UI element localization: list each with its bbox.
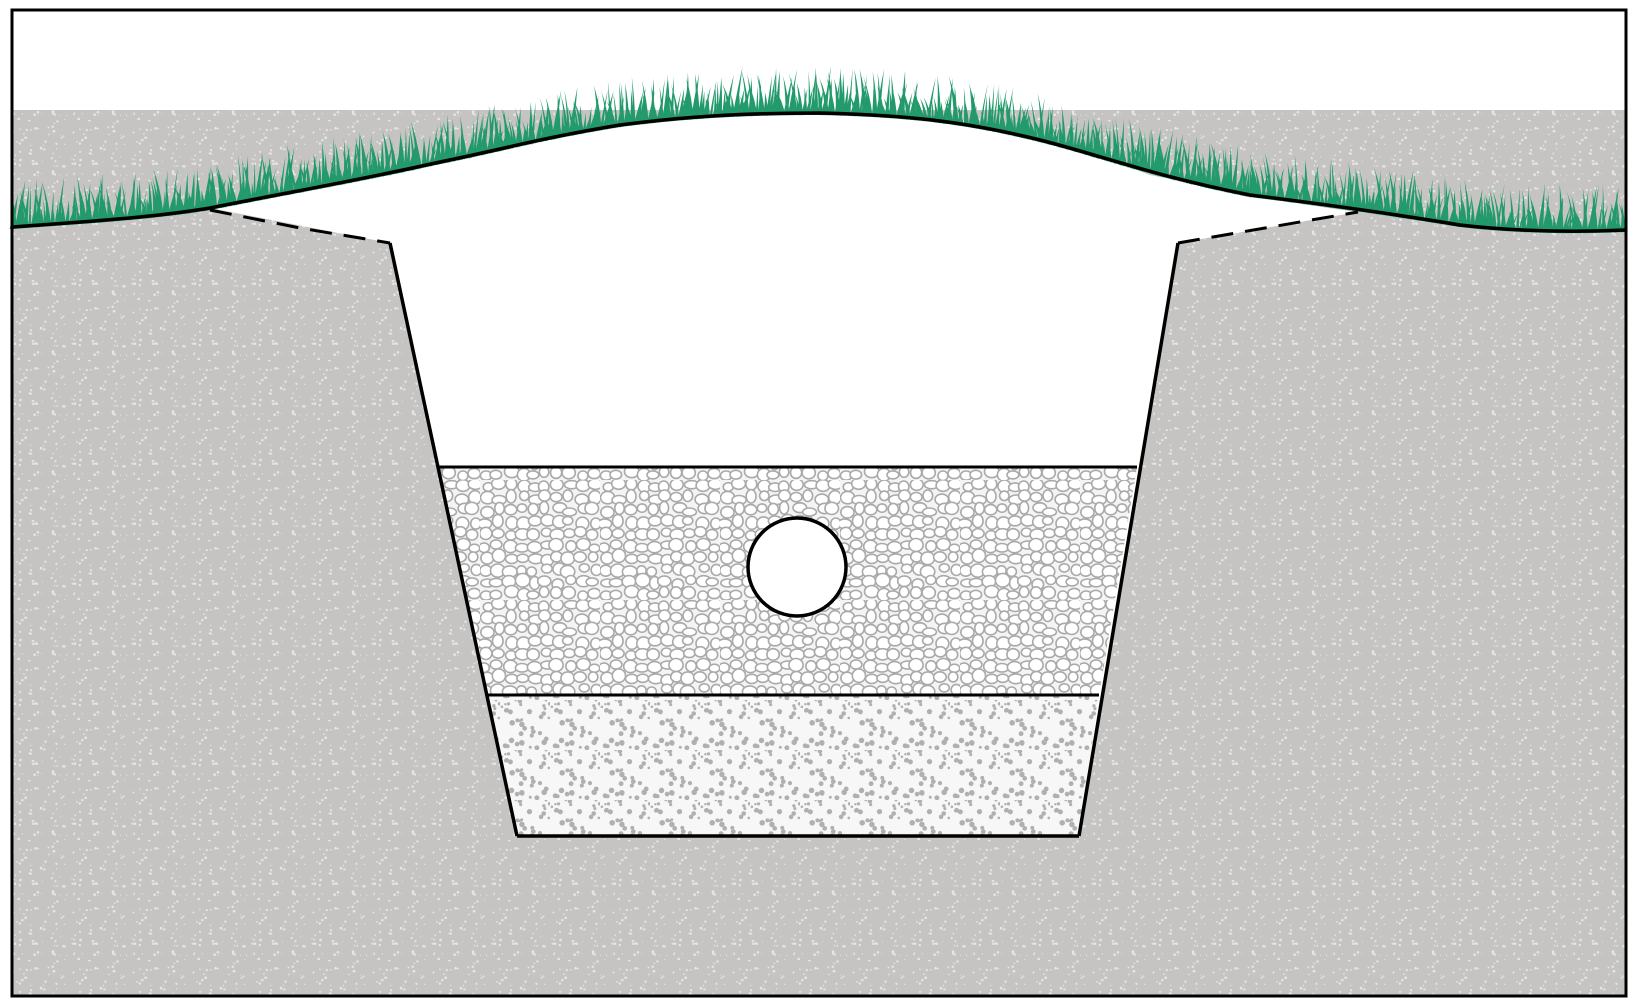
diagram-frame <box>10 8 1628 998</box>
drain-pipe <box>746 516 848 618</box>
original-grade-right-dashed <box>1177 210 1359 245</box>
sand-dots <box>488 695 1099 836</box>
grass-blades <box>9 65 1627 234</box>
trench-wall-left <box>388 242 519 837</box>
original-grade-left-dashed <box>209 208 391 245</box>
grass-surface <box>9 65 1627 234</box>
trench-wall-right <box>1077 242 1180 837</box>
ground-surface-line <box>11 111 1627 233</box>
